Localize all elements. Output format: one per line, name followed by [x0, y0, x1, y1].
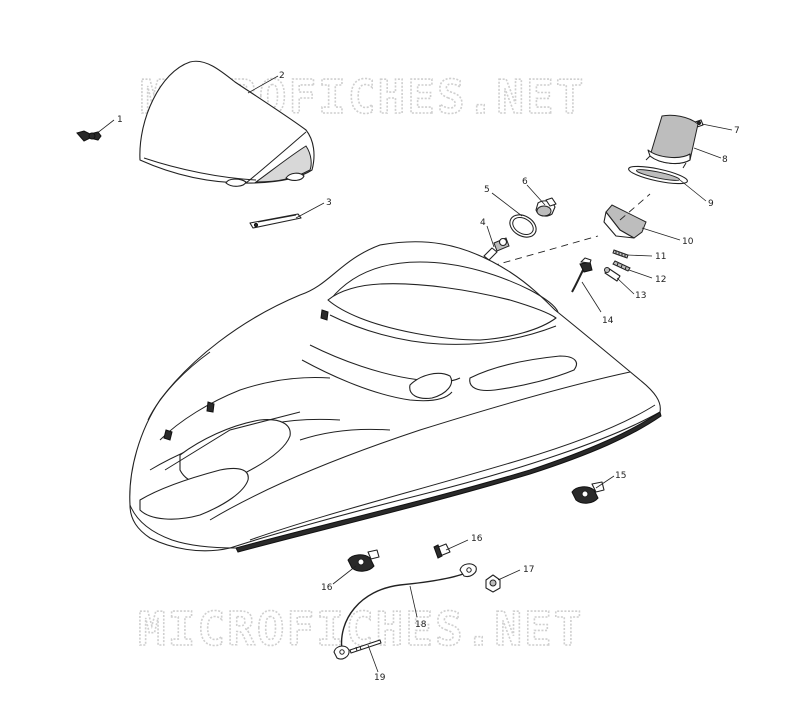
callout-1: 1 — [117, 115, 123, 125]
callout-3: 3 — [326, 198, 332, 208]
callout-18: 18 — [415, 620, 427, 630]
part-5-ring[interactable] — [506, 210, 540, 241]
callout-17: 17 — [523, 565, 534, 575]
callout-16-clip: 16 — [321, 583, 333, 593]
leader-lines — [95, 75, 733, 673]
part-17-nut[interactable] — [485, 574, 501, 593]
callout-12: 12 — [655, 275, 666, 285]
callout-9: 9 — [708, 199, 714, 209]
callout-8: 8 — [722, 155, 728, 165]
part-15-clip[interactable] — [571, 481, 605, 504]
callout-5: 5 — [484, 185, 490, 195]
callout-11: 11 — [655, 252, 666, 262]
part-4-connector[interactable] — [483, 237, 510, 261]
part-8-housing[interactable] — [645, 114, 699, 169]
part-16-clip[interactable] — [347, 549, 380, 572]
part-18-tether-cable[interactable] — [333, 563, 477, 660]
part-3-bracket[interactable] — [249, 213, 302, 229]
part-19-pin[interactable] — [349, 639, 382, 654]
callout-13: 13 — [635, 291, 646, 301]
callout-14: 14 — [602, 316, 614, 326]
callout-2: 2 — [279, 71, 285, 81]
callout-6: 6 — [522, 177, 528, 187]
part-6-socket[interactable] — [535, 197, 557, 217]
part-11-spring[interactable] — [612, 249, 629, 259]
callout-7: 7 — [734, 126, 740, 136]
part-13-pin[interactable] — [604, 267, 621, 282]
part-10-bracket-housing[interactable] — [603, 204, 647, 239]
part-hood-panel — [129, 241, 662, 553]
part-12-spring[interactable] — [612, 260, 631, 272]
part-2-windshield[interactable] — [139, 60, 315, 187]
part-16-bolt[interactable] — [433, 543, 451, 559]
assembly-line-ring — [491, 235, 599, 267]
part-1-screw[interactable] — [76, 130, 102, 142]
part-14-cable-connector[interactable] — [571, 257, 593, 293]
part-9-gasket[interactable] — [627, 163, 688, 187]
callout-4: 4 — [480, 218, 486, 228]
callout-16-bolt: 16 — [471, 534, 483, 544]
assembly-line-housing — [619, 193, 651, 221]
callout-19: 19 — [374, 673, 386, 683]
callout-15: 15 — [615, 471, 626, 481]
callout-10: 10 — [682, 237, 694, 247]
